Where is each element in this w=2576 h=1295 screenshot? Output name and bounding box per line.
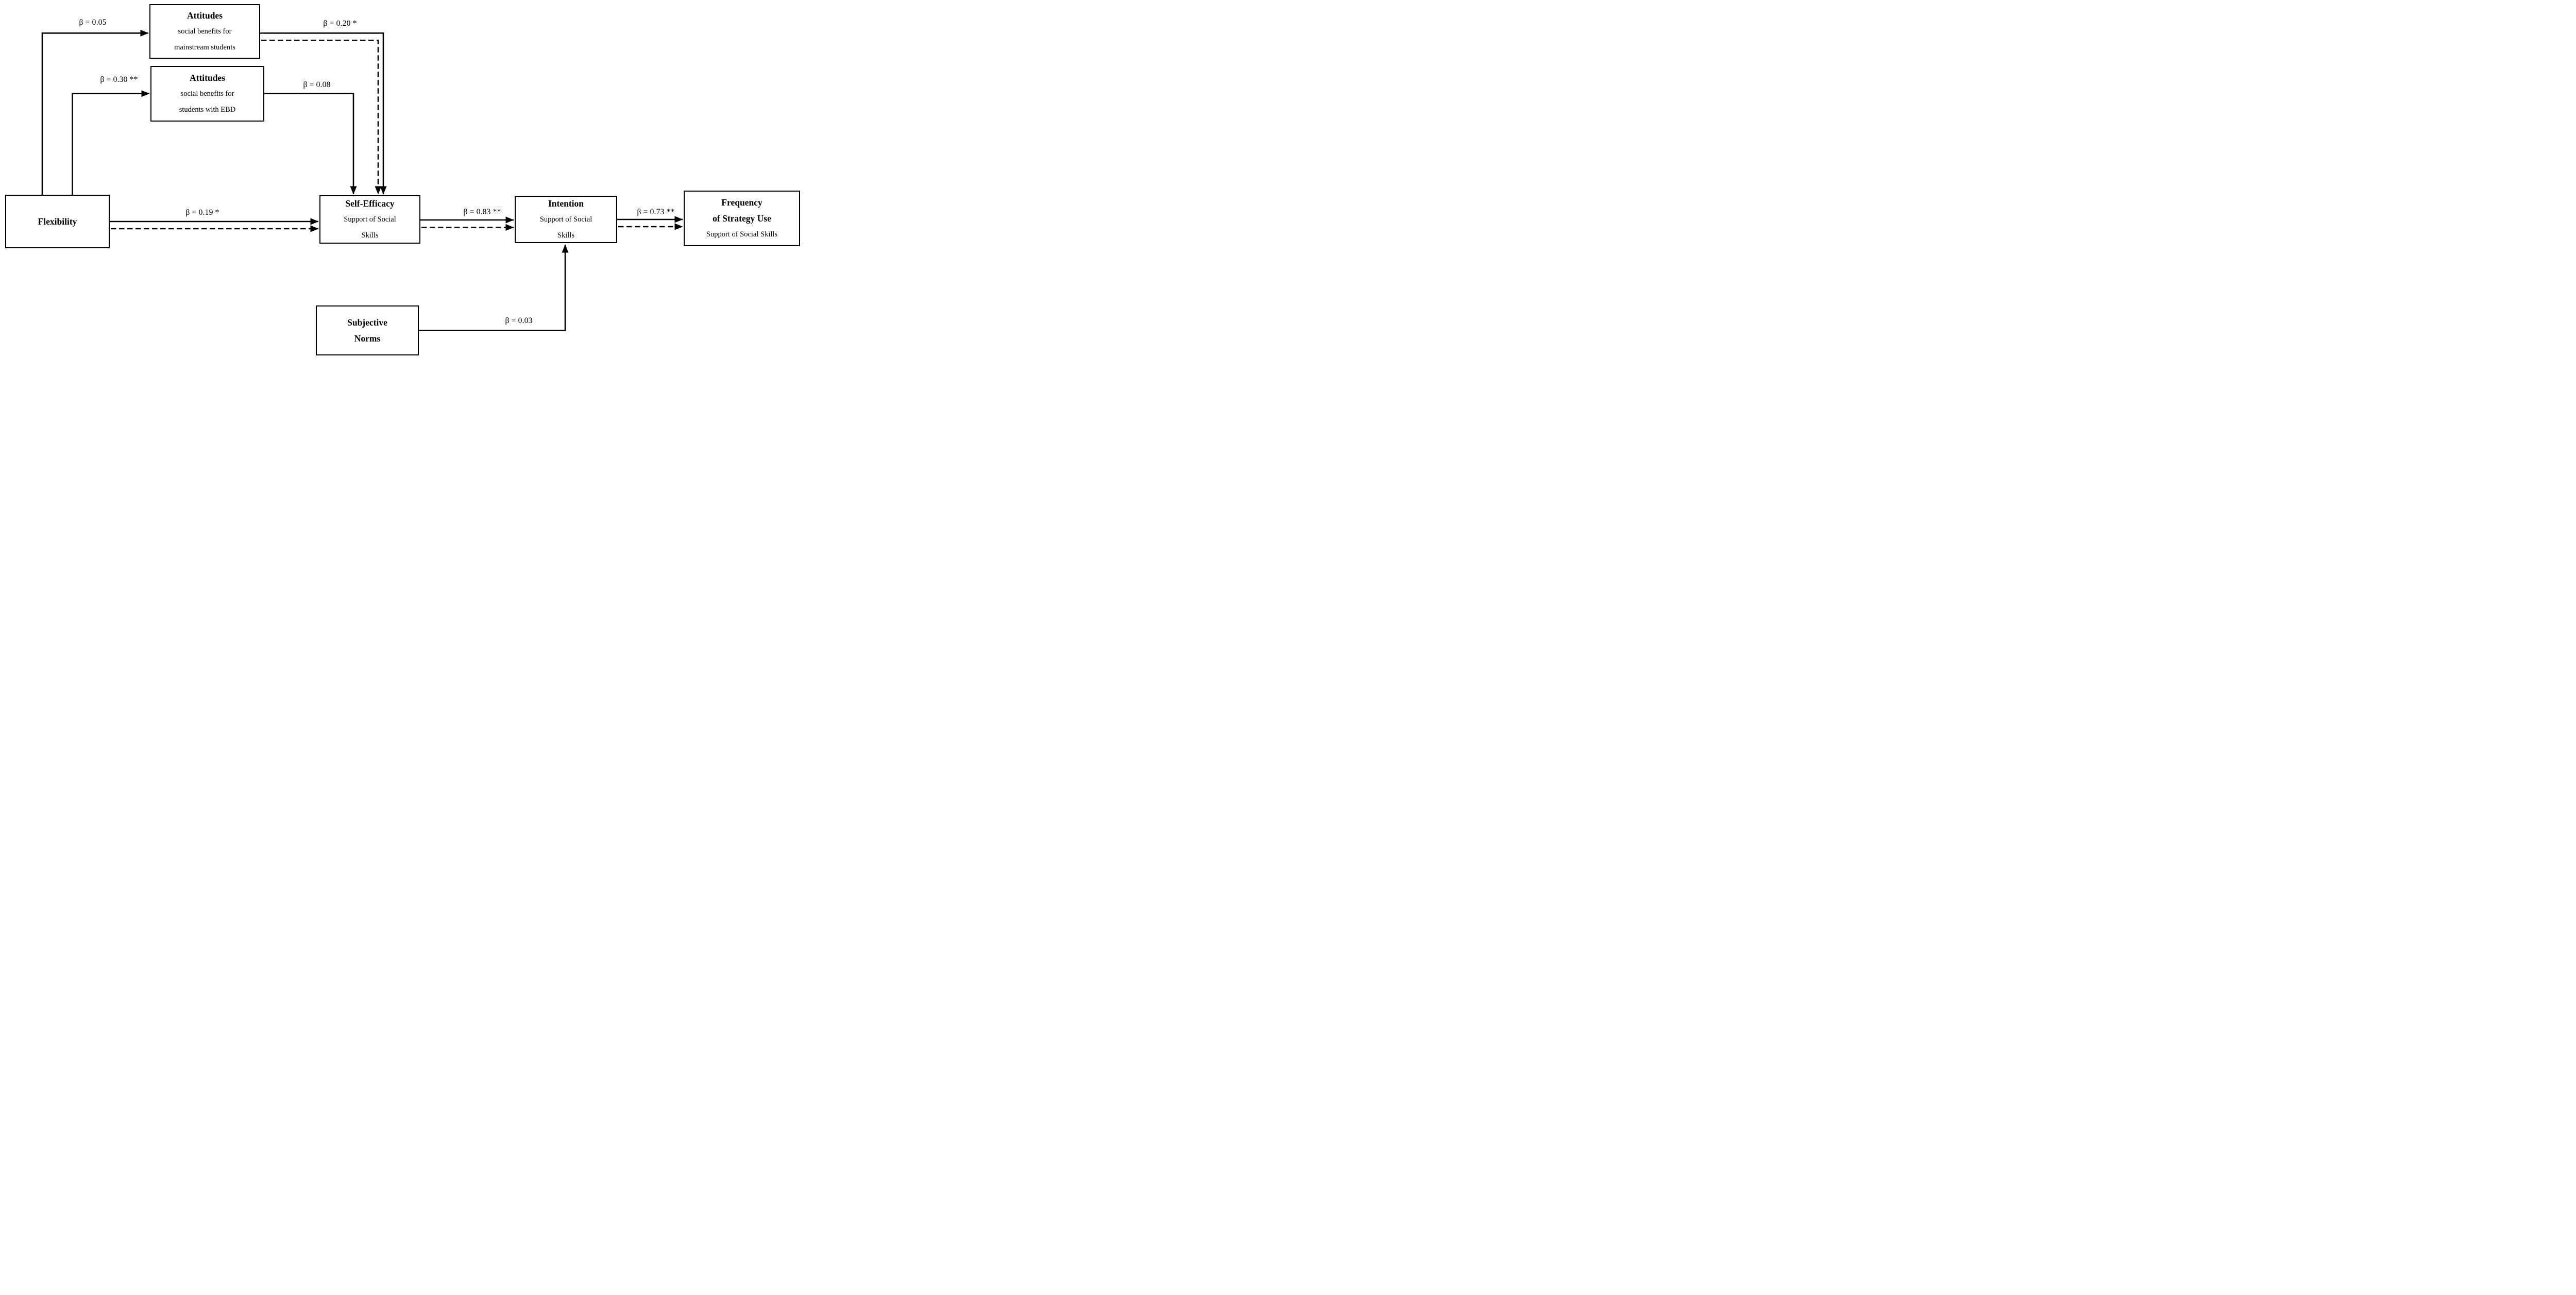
beta-label-self-efficacy-intention: β = 0.83 ** (463, 208, 501, 216)
connector-layer (41, 29, 683, 331)
node-subtitle: Skills (361, 231, 379, 240)
node-title: Attitudes (187, 10, 223, 21)
node-intention: Intention Support of Social Skills (515, 196, 617, 243)
path-model-diagram: Flexibility Attitudes social benefits fo… (0, 0, 804, 359)
node-subtitle: mainstream students (174, 43, 235, 52)
node-subtitle: students with EBD (179, 105, 236, 114)
node-title: Intention (548, 198, 584, 209)
edge-attitudes-ebd-to-self-efficacy (264, 93, 357, 195)
beta-label-flex-attitudes-mainstream: β = 0.05 (79, 18, 107, 27)
node-flexibility: Flexibility (5, 195, 110, 248)
node-subtitle: social benefits for (180, 89, 234, 98)
node-subtitle: social benefits for (178, 27, 232, 36)
node-self-efficacy: Self-Efficacy Support of Social Skills (319, 195, 420, 244)
beta-label-attitudes-mainstream-self-efficacy: β = 0.20 * (323, 19, 357, 28)
node-frequency-of-strategy-use: Frequency of Strategy Use Support of Soc… (684, 191, 800, 246)
beta-label-attitudes-ebd-self-efficacy: β = 0.08 (303, 80, 331, 89)
edge-subjective-norms-to-intention (419, 244, 569, 331)
beta-label-subjective-norms-intention: β = 0.03 (505, 316, 533, 325)
edge-attitudes-mainstream-to-self-efficacy-solid (260, 32, 387, 195)
node-title: Frequency (721, 197, 762, 208)
node-title: of Strategy Use (713, 213, 771, 224)
edge-attitudes-mainstream-to-self-efficacy-dashed (261, 40, 382, 195)
beta-label-intention-frequency: β = 0.73 ** (637, 208, 675, 216)
node-title: Attitudes (189, 72, 226, 83)
node-attitudes-ebd: Attitudes social benefits for students w… (150, 66, 264, 122)
node-title: Self-Efficacy (345, 198, 395, 209)
edge-flex-to-attitudes-mainstream (41, 29, 149, 195)
node-subtitle: Skills (557, 231, 575, 240)
node-title: Norms (354, 333, 381, 344)
beta-label-flex-self-efficacy: β = 0.19 * (185, 208, 219, 217)
node-attitudes-mainstream: Attitudes social benefits for mainstream… (149, 4, 260, 59)
edge-flex-to-attitudes-ebd (72, 90, 150, 195)
node-title: Flexibility (38, 216, 77, 227)
node-subjective-norms: Subjective Norms (316, 305, 419, 355)
node-title: Subjective (347, 317, 387, 328)
node-subtitle: Support of Social (344, 215, 396, 224)
node-subtitle: Support of Social Skills (706, 230, 778, 238)
beta-label-flex-attitudes-ebd: β = 0.30 ** (100, 75, 138, 84)
node-subtitle: Support of Social (539, 215, 592, 224)
